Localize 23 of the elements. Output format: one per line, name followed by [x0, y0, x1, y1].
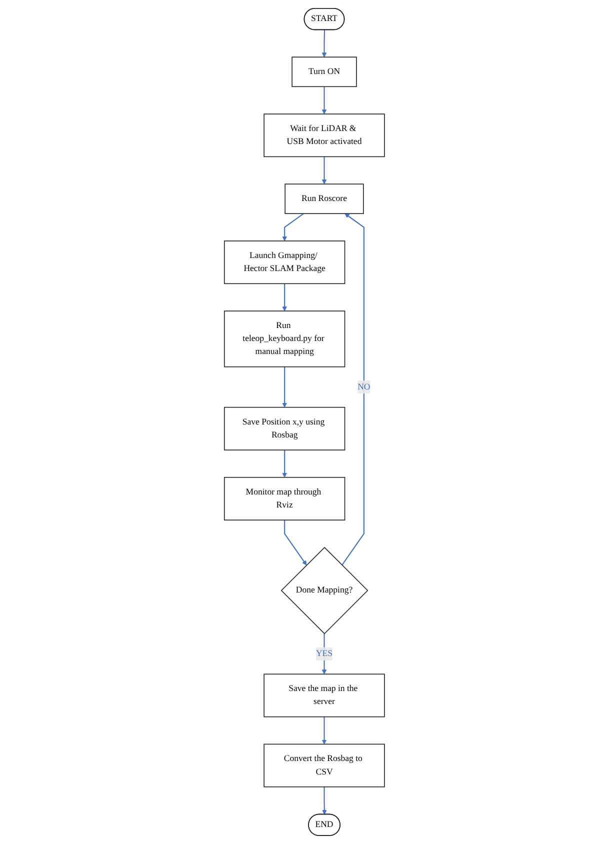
node-box: Monitor map through Rviz: [224, 476, 346, 520]
arrow: [282, 213, 304, 242]
arrow: [282, 450, 288, 478]
arrow: [284, 520, 307, 566]
arrow: [322, 786, 327, 815]
arrow: [322, 30, 327, 58]
node-diamond: Done Mapping?: [280, 546, 368, 634]
arrow: [282, 366, 288, 408]
node-box: Save Position x,y using Rosbag: [224, 406, 346, 450]
edge-label: YES: [316, 648, 333, 658]
arrow: [322, 156, 327, 184]
node-box: Run teleop_keyboard.py for manual mapping: [224, 310, 346, 368]
node-box: Run Roscore: [284, 184, 364, 214]
node-box: Wait for LiDAR & USB Motor activated: [264, 114, 385, 158]
arrow: [322, 86, 327, 114]
node-box: Save the map in the server: [264, 674, 385, 718]
edge-label: NO: [358, 382, 370, 392]
arrow: [342, 213, 365, 566]
node-box: Convert the Rosbag to CSV: [264, 744, 385, 788]
arrow: [282, 284, 288, 312]
node-box: Turn ON: [292, 56, 357, 88]
node-box: Launch Gmapping/ Hector SLAM Package: [224, 240, 346, 284]
arrow: [322, 716, 327, 744]
